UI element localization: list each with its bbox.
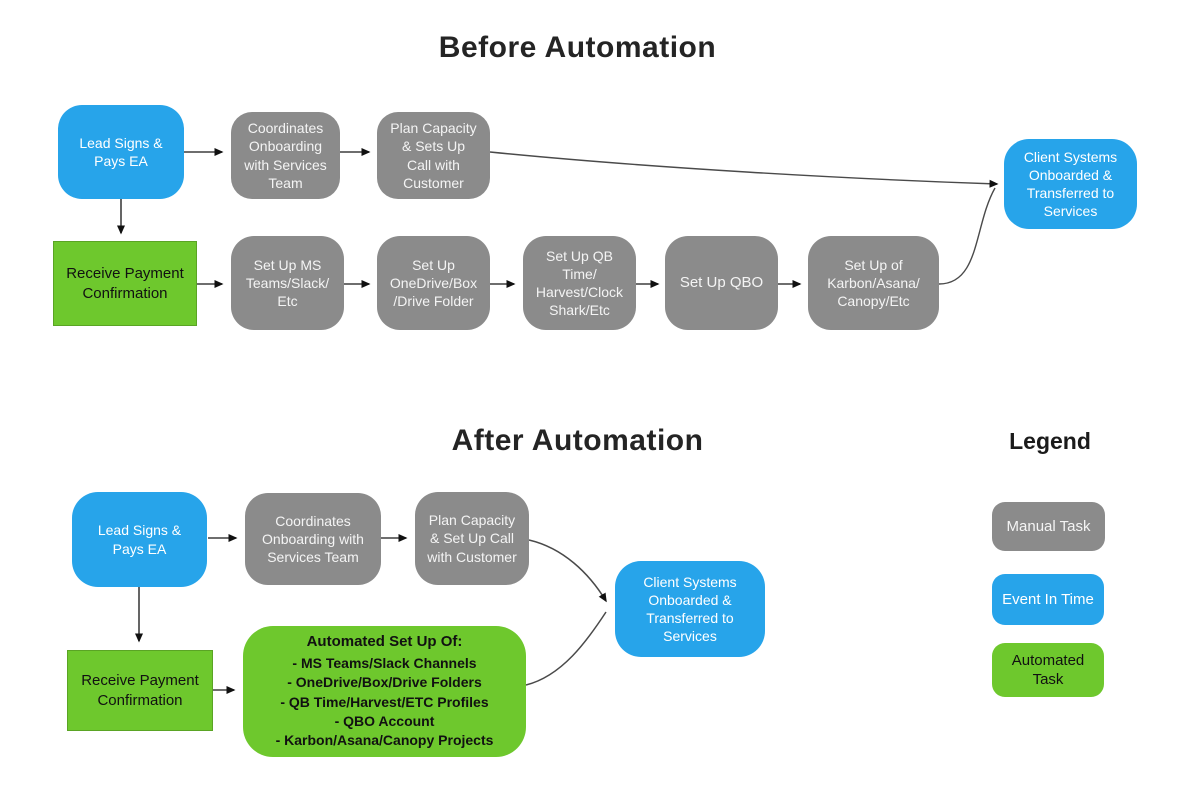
node-before-plan-capacity: Plan Capacity & Sets Up Call with Custom… [377,112,490,199]
connector-before-plan-to-client [489,151,999,188]
legend-manual-task: Manual Task [992,502,1105,551]
node-after-receive-payment: Receive Payment Confirmation [67,650,213,731]
node-before-client-systems: Client Systems Onboarded & Transferred t… [1004,139,1137,229]
before-section-title: Before Automation [438,31,717,64]
after-section-title: After Automation [451,424,704,457]
connector-before-karbon-to-client [938,187,996,285]
automated-setup-heading: Automated Set Up Of: [306,633,463,651]
connector-after-automated-to-client [525,611,607,686]
automated-setup-items: - MS Teams/Slack Channels - OneDrive/Box… [275,655,494,749]
connector-after-plan-to-client [528,539,607,603]
node-after-lead-signs: Lead Signs & Pays EA [72,492,207,587]
node-after-coordinates-onboarding: Coordinates Onboarding with Services Tea… [245,493,381,585]
node-before-setup-qbo: Set Up QBO [665,236,778,330]
legend-event-in-time: Event In Time [992,574,1104,625]
node-before-setup-ms-teams: Set Up MS Teams/Slack/ Etc [231,236,344,330]
node-before-lead-signs: Lead Signs & Pays EA [58,105,184,199]
node-after-plan-capacity: Plan Capacity & Set Up Call with Custome… [415,492,529,585]
node-before-setup-qb-time: Set Up QB Time/ Harvest/Clock Shark/Etc [523,236,636,330]
node-before-receive-payment: Receive Payment Confirmation [53,241,197,326]
node-after-client-systems: Client Systems Onboarded & Transferred t… [615,561,765,657]
node-before-coordinates-onboarding: Coordinates Onboarding with Services Tea… [231,112,340,199]
legend-automated-task: Automated Task [992,643,1104,697]
node-after-automated-setup: Automated Set Up Of: - MS Teams/Slack Ch… [243,626,526,757]
node-before-setup-karbon: Set Up of Karbon/Asana/ Canopy/Etc [808,236,939,330]
legend-title: Legend [1009,428,1091,454]
node-before-setup-onedrive: Set Up OneDrive/Box /Drive Folder [377,236,490,330]
